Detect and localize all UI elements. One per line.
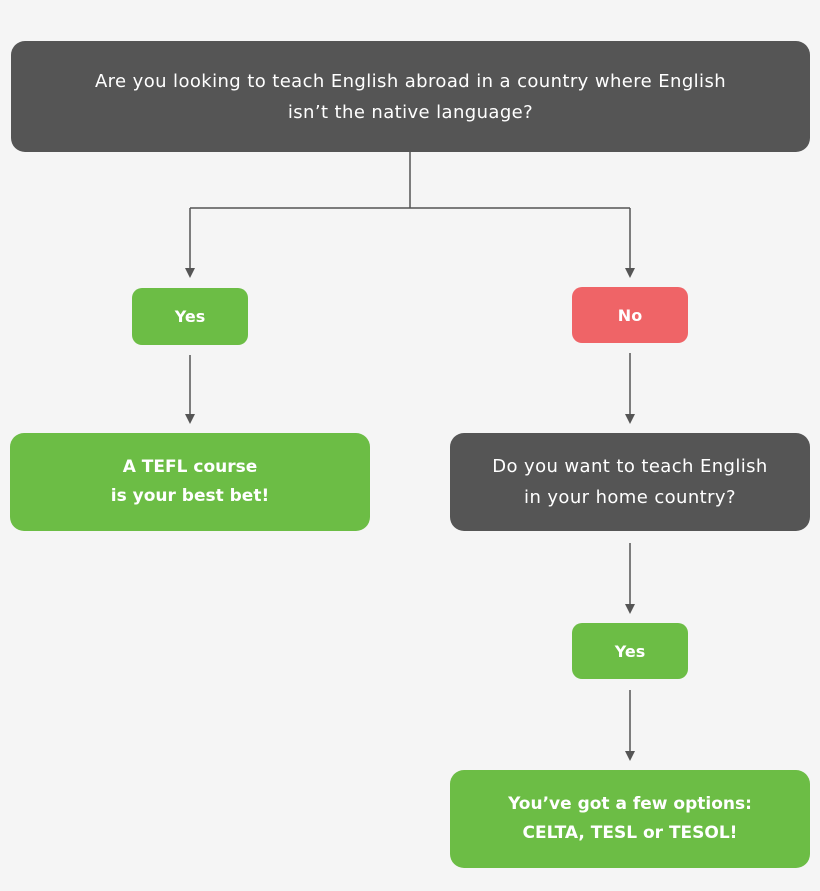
question-box-teach-abroad: Are you looking to teach English abroad … <box>11 41 810 152</box>
answer-no-pill: No <box>572 287 688 343</box>
question-box-home-country: Do you want to teach English in your hom… <box>450 433 810 531</box>
answer-yes-label: Yes <box>174 307 206 326</box>
result-text-options: You’ve got a few options: CELTA, TESL or… <box>508 794 752 843</box>
answer-yes-pill-home-country: Yes <box>572 623 688 679</box>
result-box-options: You’ve got a few options: CELTA, TESL or… <box>450 770 810 868</box>
question-text-home-country: Do you want to teach English in your hom… <box>492 456 768 508</box>
answer-no-label: No <box>617 305 643 325</box>
answer-yes-label-home-country: Yes <box>614 641 646 661</box>
result-box-tefl: A TEFL course is your best bet! <box>10 433 370 531</box>
question-text-teach-abroad: Are you looking to teach English abroad … <box>94 70 727 123</box>
result-text-tefl: A TEFL course is your best bet! <box>110 457 270 506</box>
answer-yes-pill: Yes <box>132 288 248 345</box>
